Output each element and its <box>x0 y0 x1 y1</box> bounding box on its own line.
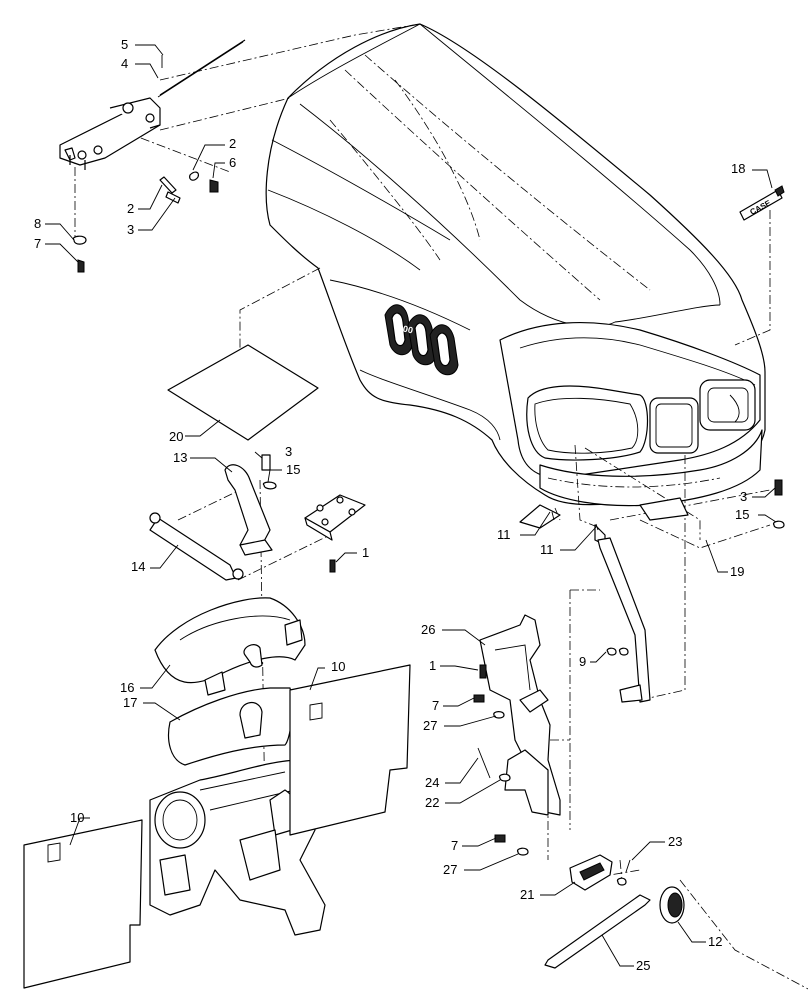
callout-13: 13 <box>173 450 188 465</box>
callout-2: 2 <box>229 136 237 151</box>
callout-15: 15 <box>735 507 750 522</box>
hinge-bracket <box>59 39 246 273</box>
callout-2: 2 <box>127 201 135 216</box>
callout-11: 11 <box>497 527 511 542</box>
callout-7: 7 <box>34 236 42 251</box>
insulation-panel-right <box>289 664 411 836</box>
callout-10: 10 <box>70 810 85 825</box>
callout-18: 18 <box>731 161 746 176</box>
callout-4: 4 <box>121 56 129 71</box>
callout-11: 11 <box>540 542 554 557</box>
callout-27: 27 <box>423 718 438 733</box>
hood-assembly <box>265 23 766 507</box>
callout-7: 7 <box>451 838 459 853</box>
callout-16: 16 <box>120 680 135 695</box>
callout-7: 7 <box>432 698 440 713</box>
callout-19: 19 <box>730 564 745 579</box>
callout-3: 3 <box>285 444 293 459</box>
callout-12: 12 <box>708 934 723 949</box>
callout-1: 1 <box>362 545 370 560</box>
callout-15: 15 <box>286 462 301 477</box>
callout-17: 17 <box>123 695 138 710</box>
callout-27: 27 <box>443 862 458 877</box>
case-emblem: CASE <box>739 185 785 221</box>
callout-9: 9 <box>579 654 587 669</box>
callout-6: 6 <box>229 155 237 170</box>
callout-21: 21 <box>520 887 535 902</box>
callout-25: 25 <box>636 958 651 973</box>
leader-lines <box>45 44 777 967</box>
callout-8: 8 <box>34 216 42 231</box>
callout-26: 26 <box>421 622 436 637</box>
hood-badge <box>384 304 459 376</box>
hood-badge-text: 000 <box>397 322 414 336</box>
strut-assembly <box>149 454 366 581</box>
callout-5: 5 <box>121 37 129 52</box>
decal-sheet <box>167 344 319 441</box>
insulation-panel-left <box>23 819 143 989</box>
right-bracket-assembly <box>473 479 785 969</box>
callout-3: 3 <box>740 489 748 504</box>
callout-24: 24 <box>425 775 440 790</box>
callout-20: 20 <box>169 429 184 444</box>
callout-23: 23 <box>668 834 683 849</box>
callout-10: 10 <box>331 659 346 674</box>
callout-1: 1 <box>429 658 437 673</box>
callout-3: 3 <box>127 222 135 237</box>
callout-22: 22 <box>425 795 440 810</box>
callout-14: 14 <box>131 559 146 574</box>
